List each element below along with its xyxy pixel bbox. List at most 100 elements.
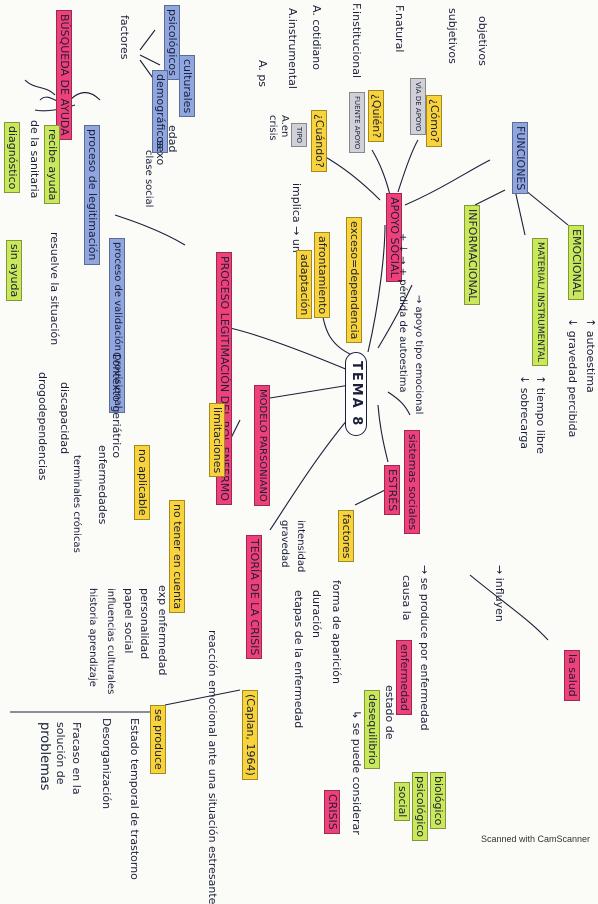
node-solucion: solución de bbox=[54, 722, 67, 785]
node-tipo: TIPO bbox=[291, 123, 307, 148]
node-estado-temporal: Estado temporal de trastorno bbox=[128, 718, 141, 880]
node-duracion: duración bbox=[310, 590, 323, 639]
node-autoestima: ↑ autoestima bbox=[584, 318, 597, 393]
node-subjetivos: subjetivos bbox=[446, 8, 459, 64]
node-causa-la: causa la bbox=[400, 575, 413, 621]
node-f-institucional: F.institucional bbox=[350, 3, 363, 79]
node-crisis: CRISIS bbox=[324, 790, 340, 834]
node-material: MATERIAL/ INSTRUMENTAL bbox=[532, 238, 548, 366]
node-culturales: culturales bbox=[179, 55, 195, 118]
line-apoyo-quien bbox=[371, 149, 391, 196]
node-contexto: Contexto geriátrico bbox=[110, 352, 123, 459]
node-influencias: influencias culturales bbox=[105, 588, 116, 695]
node-adaptacion: adaptación bbox=[296, 250, 312, 320]
line-estres-factores bbox=[354, 489, 386, 506]
node-factores: factores bbox=[118, 15, 131, 60]
node-resuelve: resuelve la situación bbox=[48, 232, 61, 346]
node-implica: implica → un bbox=[290, 183, 303, 253]
line-center-estres bbox=[377, 404, 389, 463]
node-fuente-apoyo: FUENTE APOYO bbox=[349, 92, 365, 154]
node-enfermedad: enfermedad bbox=[396, 640, 412, 715]
node-social: social bbox=[394, 782, 410, 822]
node-psicologico: psicológico bbox=[412, 772, 428, 842]
node-emocional: EMOCIONAL bbox=[568, 225, 584, 300]
node-objetivos: objetivos bbox=[476, 16, 489, 66]
node-personalidad: personalidad bbox=[138, 588, 151, 660]
node-funciones: FUNCIONES bbox=[512, 122, 528, 195]
node-etapas: etapas de la enfermedad bbox=[292, 590, 305, 729]
scanner-watermark: Scanned with CamScanner bbox=[480, 834, 590, 844]
node-no-tener: no tener en cuenta bbox=[169, 500, 185, 614]
node-sistemas-sociales: sistemas sociales bbox=[404, 430, 420, 535]
line-squiggle2 bbox=[24, 79, 56, 96]
node-gravedad: gravedad bbox=[279, 520, 290, 568]
center-topic: TEMA 8 bbox=[345, 352, 367, 437]
node-sexo: sexo bbox=[154, 140, 167, 166]
node-proceso-de-legitimacion: proceso de legitimación bbox=[84, 125, 100, 265]
concept-map: TEMA 8 APOYO SOCIAL exceso=dependencia +… bbox=[4, 3, 597, 904]
line-funciones-mat bbox=[514, 189, 526, 236]
node-clase-social: clase social bbox=[143, 150, 154, 208]
node-tiempo-libre: ↑ tiempo libre bbox=[534, 375, 547, 454]
node-edad: edad bbox=[166, 125, 179, 153]
node-modelo-parsoniano: MODELO PARSONIANO bbox=[254, 385, 270, 506]
node-afrontamiento: afrontamiento bbox=[314, 232, 330, 319]
node-caplan: (Caplan, 1964) bbox=[242, 690, 258, 780]
node-cuando: ¿Cuándo? bbox=[311, 110, 327, 172]
line-legit-proceso bbox=[114, 214, 186, 246]
node-papel-social: papel social bbox=[122, 588, 135, 654]
line-crisis-se-produce bbox=[164, 689, 241, 706]
node-se-produce-enf: → se produce por enfermedad bbox=[418, 565, 431, 731]
line-center-legit bbox=[229, 327, 349, 371]
node-apoyo-emocional: → apoyo tipo emocional bbox=[413, 295, 424, 415]
node-influyen: → influyen bbox=[493, 565, 506, 622]
node-estres: ESTRÉS bbox=[384, 465, 400, 516]
node-como: ¿Cómo? bbox=[426, 95, 442, 147]
node-desequilibrio: desequilibrio bbox=[364, 690, 380, 769]
line-apoyo-funciones bbox=[404, 159, 491, 206]
line-center-perdida bbox=[377, 284, 413, 349]
node-forma-aparicion: forma de aparición bbox=[330, 580, 343, 684]
node-informacional: INFORMACIONAL bbox=[464, 205, 480, 306]
line-apoyo-cuando bbox=[321, 154, 381, 201]
line-center-parsons bbox=[269, 384, 351, 399]
node-estado-de: estado de bbox=[383, 685, 396, 740]
node-a-cotidiano: A. cotidiano bbox=[310, 5, 323, 70]
node-se-puede-considerar: ↳ se puede considerar bbox=[350, 710, 363, 835]
node-a-ps: A. ps bbox=[256, 60, 269, 88]
node-fracaso: Fracaso en la bbox=[70, 722, 83, 795]
node-gravedad-percibida: ↓ gravedad percibida bbox=[566, 318, 579, 438]
node-desorganizacion: Desorganización bbox=[100, 718, 113, 810]
node-exceso-dependencia: exceso=dependencia bbox=[346, 217, 362, 344]
node-terminales: terminales crónicas bbox=[71, 455, 82, 553]
node-la-salud: la salud bbox=[564, 650, 580, 701]
node-enfermedades: enfermedades bbox=[96, 445, 109, 525]
line-funciones-emo bbox=[524, 189, 569, 226]
node-limitaciones: limitaciones bbox=[209, 403, 225, 478]
node-discapacidad: discapacidad bbox=[58, 382, 71, 455]
node-sin-ayuda: sin ayuda bbox=[6, 240, 22, 302]
node-exp-enfermedad: exp enfermedad bbox=[156, 585, 169, 676]
line-center-sistemas bbox=[387, 391, 411, 416]
node-intensidad: intensidad bbox=[295, 520, 306, 573]
node-factores-estres: factores bbox=[338, 510, 354, 563]
node-historia: historia aprendizaje bbox=[87, 588, 98, 687]
node-f-natural: F.natural bbox=[393, 5, 406, 53]
node-recibe-ayuda: recibe ayuda bbox=[44, 125, 60, 205]
node-de-la-sanitaria: de la sanitaria bbox=[28, 120, 41, 199]
line-apoyo-como bbox=[397, 139, 419, 193]
connector-lines bbox=[10, 29, 569, 713]
node-teoria-crisis: TEORÍA DE LA CRISIS bbox=[246, 535, 262, 660]
node-a-en-crisis: A.en crisis bbox=[267, 115, 290, 141]
node-quien: ¿Quién? bbox=[368, 90, 384, 143]
node-reaccion: reacción emocional ante una situación es… bbox=[206, 630, 219, 904]
node-biologico: biológico bbox=[430, 772, 446, 830]
node-busqueda-ayuda: BÚSQUEDA DE AYUDA bbox=[56, 10, 72, 140]
line-funciones-info bbox=[474, 189, 506, 206]
line-center-apoyo bbox=[367, 224, 386, 353]
node-se-produce: se produce bbox=[150, 705, 166, 774]
line-factores bbox=[139, 29, 156, 51]
node-mas-perdida: + ↓ → + pérdida de autoestima bbox=[397, 233, 408, 393]
node-drogodependencias: drogodependencias bbox=[36, 372, 49, 481]
node-no-aplicable: no aplicable bbox=[134, 445, 150, 520]
